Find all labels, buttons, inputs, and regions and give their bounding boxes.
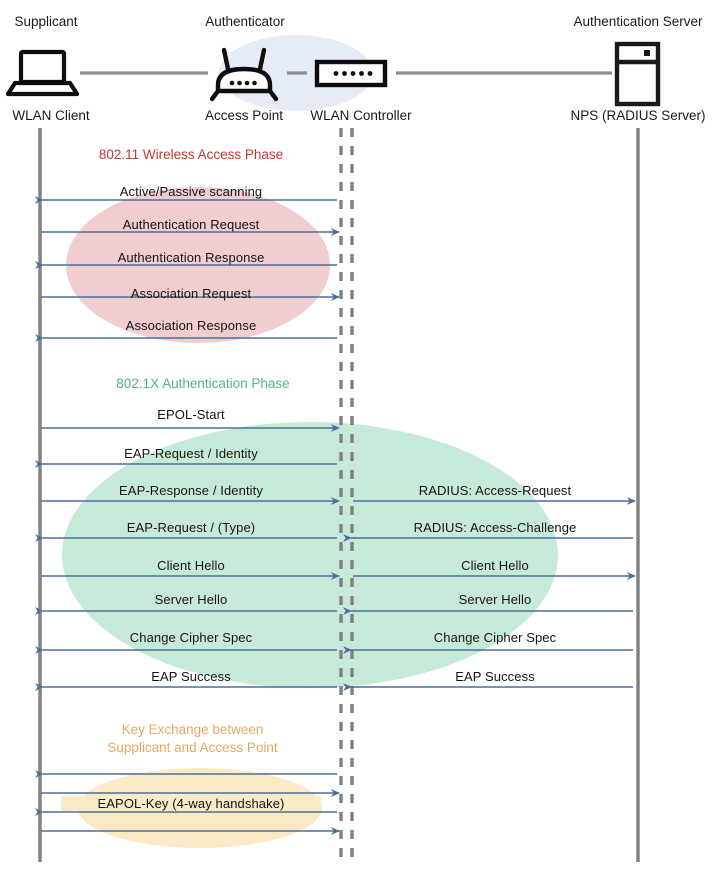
network-switch-icon xyxy=(314,59,388,88)
wireless-router-icon xyxy=(209,47,279,102)
msg-label-radius-access-request: RADIUS: Access-Request xyxy=(418,483,572,498)
actor-role-supplicant: Supplicant xyxy=(14,14,78,29)
msg-label-eap-request-identity: EAP-Request / Identity xyxy=(124,446,258,461)
server-tower-icon xyxy=(614,41,661,107)
phase-8021x-ellipse xyxy=(62,422,558,688)
msg-label-association-response: Association Response xyxy=(125,318,257,333)
msg-label-association-request: Association Request xyxy=(130,286,252,301)
msg-label-active-passive-scanning: Active/Passive scanning xyxy=(119,184,263,199)
msg-label-change-cipher-spec-left: Change Cipher Spec xyxy=(129,630,253,645)
msg-label-server-hello-left: Server Hello xyxy=(154,592,228,607)
msg-label-eap-success-right: EAP Success xyxy=(455,669,535,684)
msg-label-client-hello-left: Client Hello xyxy=(157,558,225,573)
phase-title-keyexchange-line1: Key Exchange between xyxy=(121,722,264,737)
actor-role-authenticator: Authenticator xyxy=(205,14,285,29)
actor-device-wlan-controller: WLAN Controller xyxy=(310,108,412,123)
msg-label-eapol-start: EPOL-Start xyxy=(157,407,225,422)
msg-label-radius-access-challenge: RADIUS: Access-Challenge xyxy=(413,520,577,535)
msg-label-eapol-key-4way-handshake: EAPOL-Key (4-way handshake) xyxy=(61,796,321,811)
phase-title-8021x: 802.1X Authentication Phase xyxy=(116,376,290,391)
msg-label-eap-request-type: EAP-Request / (Type) xyxy=(126,520,256,535)
msg-label-eap-response-identity: EAP-Response / Identity xyxy=(119,483,263,498)
actor-device-nps-radius-server: NPS (RADIUS Server) xyxy=(570,108,706,123)
msg-label-eap-success-left: EAP Success xyxy=(151,669,231,684)
actor-role-authentication-server: Authentication Server xyxy=(573,14,703,29)
msg-label-authentication-response: Authentication Response xyxy=(117,250,265,265)
phase-title-keyexchange: Key Exchange between Supplicant and Acce… xyxy=(80,721,305,757)
laptop-icon xyxy=(5,49,80,97)
msg-label-client-hello-right: Client Hello xyxy=(461,558,529,573)
phase-title-80211: 802.11 Wireless Access Phase xyxy=(98,147,284,162)
msg-label-server-hello-right: Server Hello xyxy=(458,592,532,607)
actor-device-wlan-client: WLAN Client xyxy=(12,108,90,123)
phase-title-keyexchange-line2: Supplicant and Access Point xyxy=(107,740,278,755)
msg-label-change-cipher-spec-right: Change Cipher Spec xyxy=(433,630,557,645)
actor-device-access-point: Access Point xyxy=(204,108,284,123)
msg-label-authentication-request: Authentication Request xyxy=(122,217,260,232)
